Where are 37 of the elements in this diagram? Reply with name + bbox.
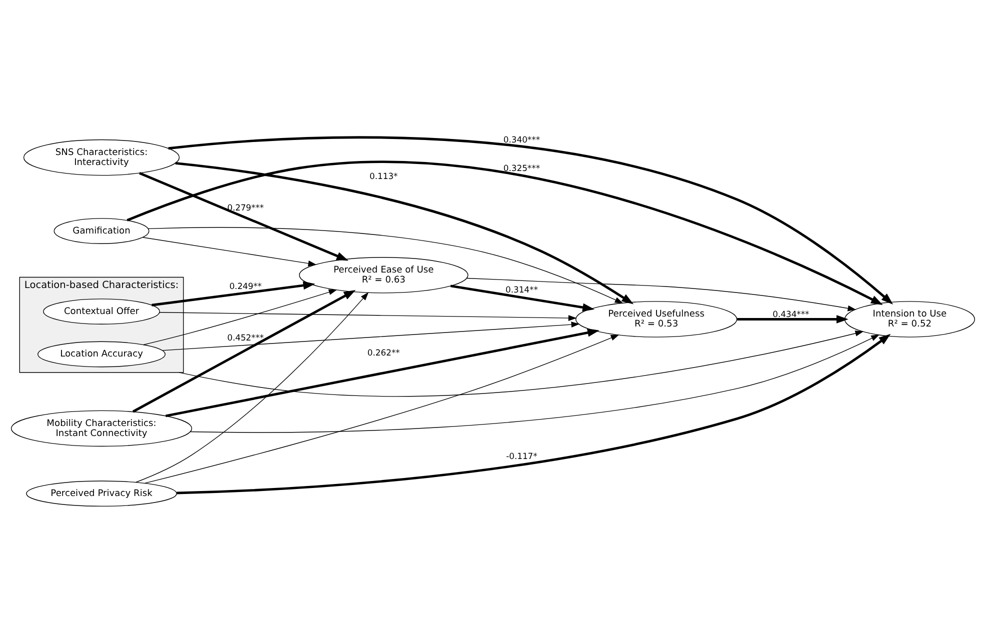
arrow: [148, 227, 624, 304]
arrow: [162, 322, 580, 351]
edge-label: 0.249**: [229, 280, 262, 291]
edge-label: 0.314**: [506, 284, 538, 294]
node-ellipse: Gamification: [54, 218, 150, 244]
arrow: [165, 328, 600, 418]
node-ellipse: Mobility Characteristics: Instant Connectivity: [10, 410, 192, 447]
node-ellipse: Perceived Privacy Risk: [26, 480, 177, 507]
edge-label: 0.279***: [227, 202, 264, 212]
arrow: [159, 312, 577, 321]
arrow: [142, 237, 317, 266]
edge-label: 0.325***: [503, 163, 540, 174]
arrow: [144, 334, 620, 484]
node-ellipse: Contextual Offer: [43, 298, 160, 324]
edge-label: -0.117*: [506, 451, 538, 462]
node-ellipse: SNS Characteristics: Interactivity: [23, 139, 180, 176]
arrow: [737, 315, 848, 324]
edge-label: 0.113*: [370, 170, 398, 181]
arrow: [126, 161, 883, 305]
edge-label: 0.262**: [367, 347, 400, 358]
edge-label: 0.340***: [503, 134, 540, 145]
arrow: [168, 136, 894, 304]
arrow: [190, 334, 880, 433]
edge-label: 0.434***: [772, 308, 810, 319]
arrow: [139, 172, 348, 261]
arrow: [450, 284, 595, 312]
arrow: [143, 289, 338, 346]
arrow: [152, 281, 316, 306]
arrow: [132, 290, 356, 413]
node-ellipse: Location Accuracy: [38, 341, 166, 368]
node-ellipse: Perceived Ease of Use R² = 0.63: [298, 257, 468, 294]
arrow: [175, 162, 634, 304]
arrow: [176, 334, 891, 494]
arrow: [135, 292, 369, 483]
edge-label: 0.452***: [227, 332, 264, 343]
arrow: [178, 330, 864, 397]
arrow: [466, 278, 856, 312]
